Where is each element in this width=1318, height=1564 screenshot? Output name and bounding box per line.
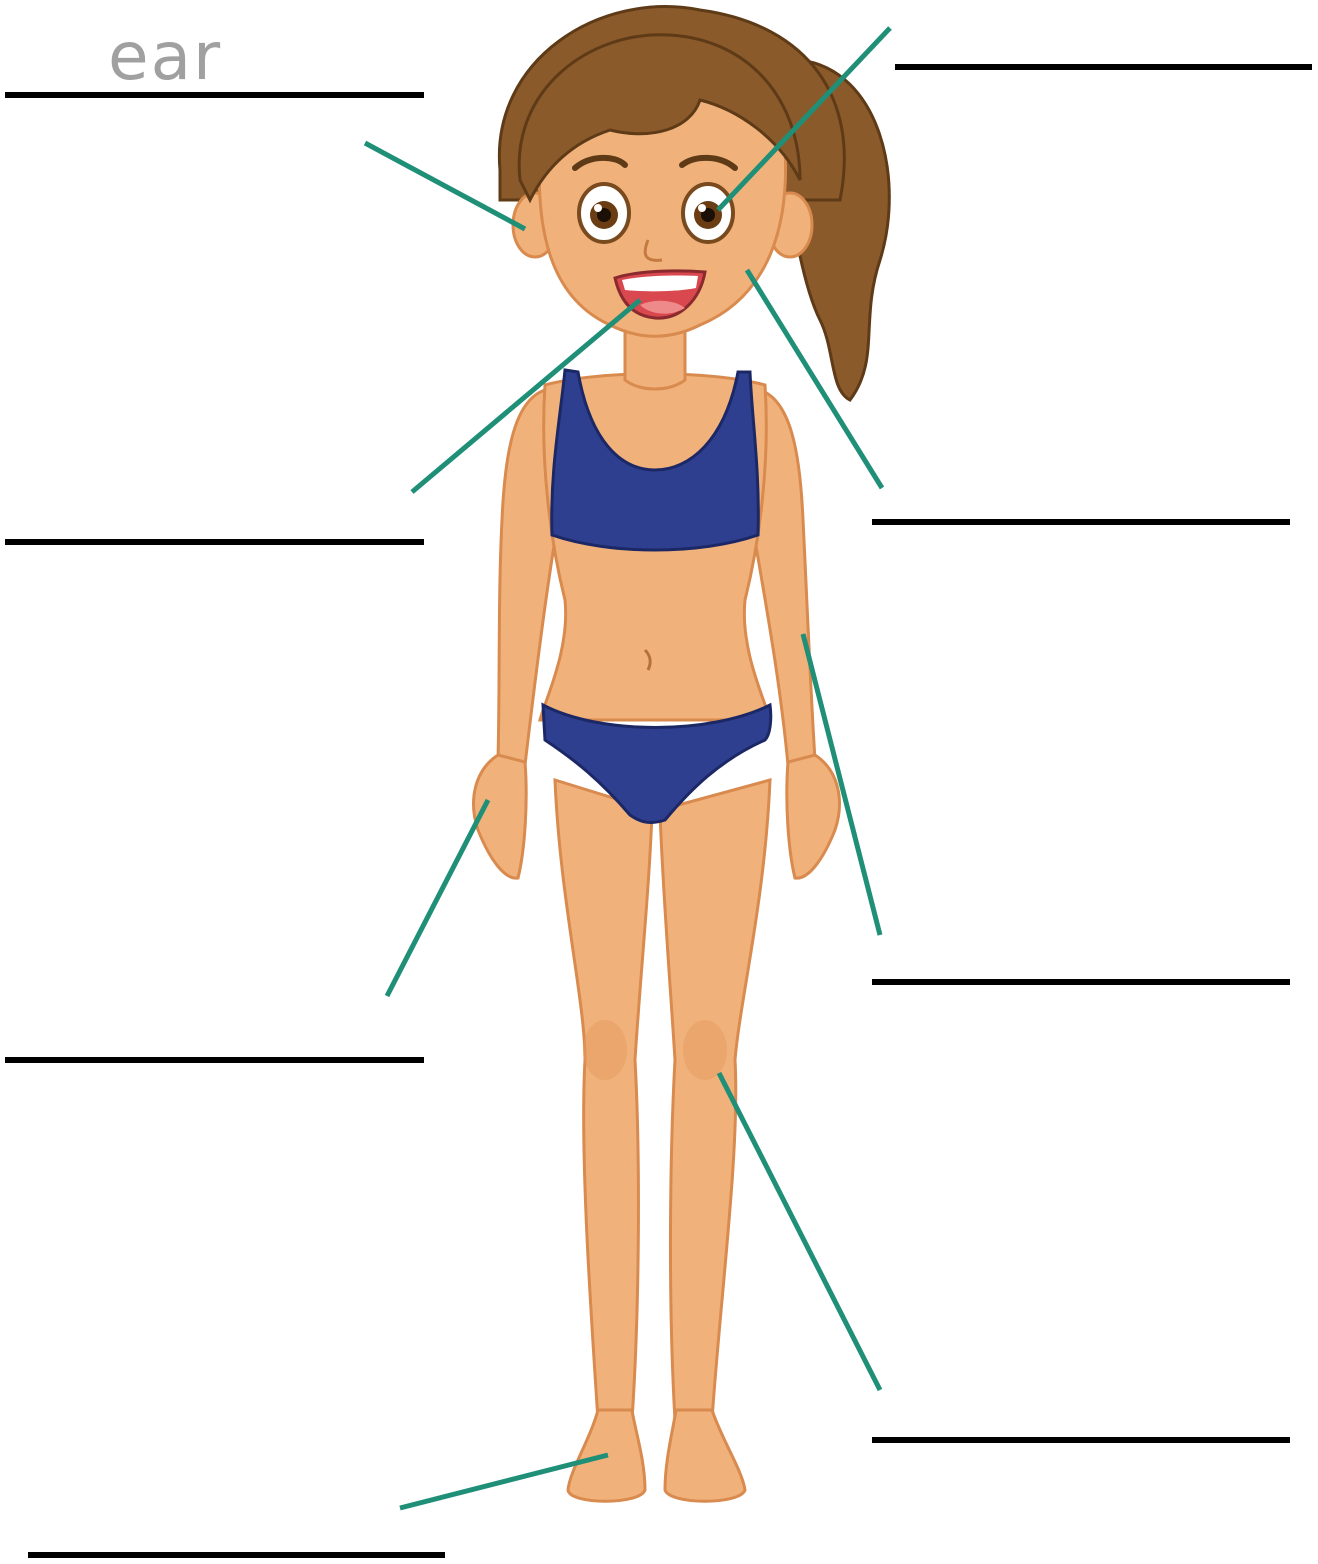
feet <box>568 1410 745 1501</box>
legs <box>555 780 770 1420</box>
pointer-line-knee <box>719 1073 880 1390</box>
answer-ear[interactable]: ear <box>108 18 222 95</box>
girl-illustration <box>474 7 890 1502</box>
pointer-line-hand <box>387 800 488 996</box>
